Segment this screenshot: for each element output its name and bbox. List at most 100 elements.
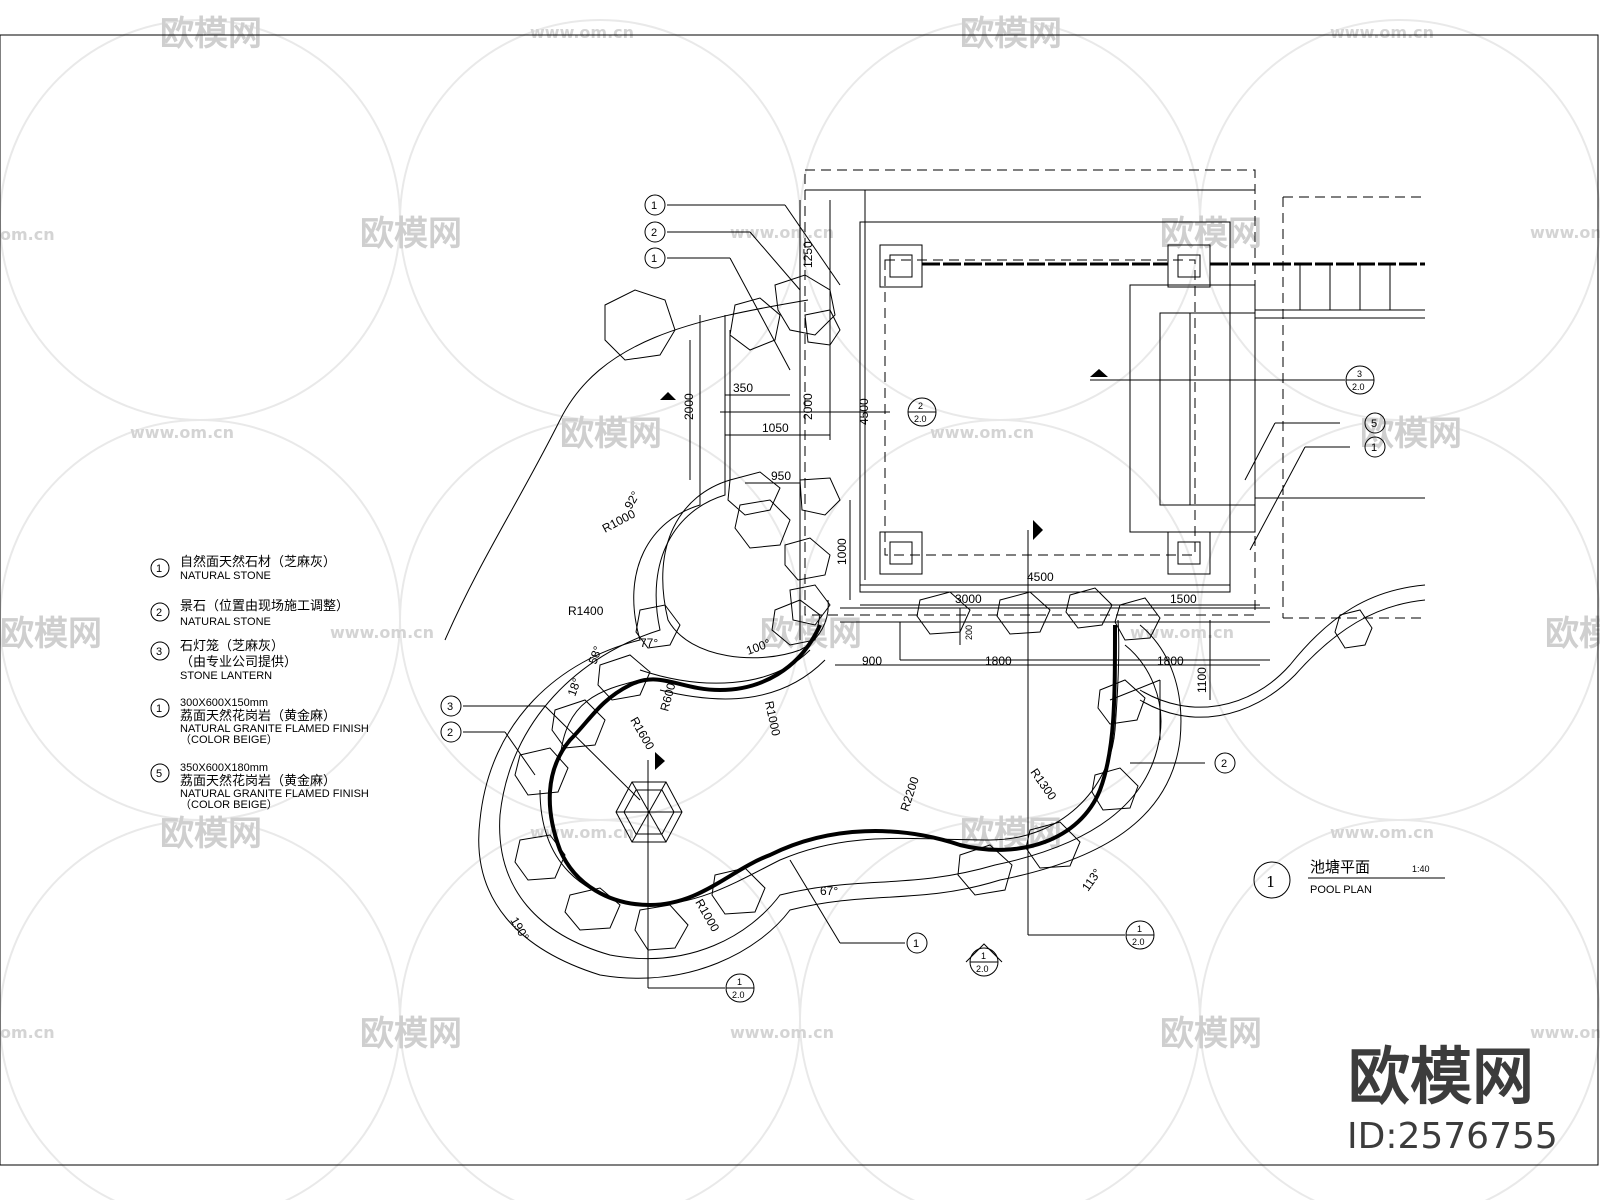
brand-mark: 欧模网 ID:2576755 [1347,1040,1558,1157]
watermark-logo: 欧模网 [960,14,1062,54]
dimension-label: 2000 [801,393,815,420]
legend-item-cn: （由专业公司提供） [180,654,297,669]
callout-leaders [463,204,1350,989]
angle-label: 100° [744,636,772,658]
callout-number: 1 [1371,442,1377,454]
legend-item-en: NATURAL GRANITE FLAMED FINISH [180,723,369,735]
material-legend: 1 自然面天然石材（芝麻灰） NATURAL STONE 2 景石（位置由现场施… [150,554,369,811]
pond-outline [444,299,1426,979]
section-number: 2 [918,401,923,411]
legend-number: 3 [156,646,162,658]
section-sheet: 2.0 [1352,382,1365,392]
brand-name: 欧模网 [1348,1040,1534,1113]
legend-number: 2 [156,607,162,619]
dimension-label: 1800 [1157,654,1184,668]
radius-label: R1300 [1028,766,1060,803]
section-sheet: 2.0 [976,964,989,974]
title-scale: 1:40 [1412,864,1430,874]
section-sheet: 2.0 [914,414,927,424]
angle-label: 113° [1079,866,1104,894]
watermark-url: www.om.cn [730,223,834,242]
callout-number: 1 [651,200,657,212]
watermark-url: www.om.cn [130,423,234,442]
callout-number: 2 [1221,758,1227,770]
dimension-label: 900 [862,654,882,668]
legend-item-en: NATURAL STONE [180,616,271,628]
watermark-url: www.om.cn [930,423,1034,442]
watermark-url: om.cn [0,1023,55,1042]
callout-number: 3 [447,701,453,713]
callout-number: 2 [447,727,453,739]
dimension-label: 1500 [1170,592,1197,606]
watermark-url: om.cn [0,225,55,244]
callout-markers: 1 2 1 3 2 5 1 2 1 [440,194,1386,954]
title-cn: 池塘平面 [1310,858,1370,876]
legend-item-cn: 景石（位置由现场施工调整） [180,598,349,613]
callout-number: 1 [651,253,657,265]
section-number: 1 [737,977,742,987]
section-number: 1 [981,951,986,961]
watermark-url: www.om.cn [1330,823,1434,842]
dimension-label: 200 [964,625,974,640]
dimension-label: 1100 [1195,667,1209,693]
legend-number: 5 [156,768,162,780]
section-number: 3 [1357,369,1362,379]
radius-label: R600 [657,681,678,713]
legend-item-cn: 石灯笼（芝麻灰） [180,638,284,653]
watermark-logo: 欧模网 [0,614,102,654]
legend-item-en: （COLOR BEIGE） [180,798,278,811]
section-markers: 2 2.0 3 2.0 1 2.0 1 2.0 1 2.0 [725,365,1375,1003]
section-number: 1 [1137,924,1142,934]
stone-lantern-symbol [615,781,683,843]
angle-label: 67° [820,884,838,898]
dimension-label: 950 [771,469,791,483]
legend-item-size: 300X600X150mm [180,697,268,709]
watermark-url: www.om.cn [1530,223,1600,242]
callout-number: 5 [1371,418,1377,430]
callout-number: 1 [913,938,919,950]
watermark-logo: 欧模网 [160,814,262,854]
dimension-label: 350 [733,381,753,395]
pavilion [804,169,1425,661]
legend-item-en: NATURAL STONE [180,570,271,582]
section-sheet: 2.0 [732,990,745,1000]
angle-label: 92° [621,489,642,512]
legend-item-en: NATURAL GRANITE FLAMED FINISH [180,788,369,800]
legend-item-en: （COLOR BEIGE） [180,733,278,746]
watermark-url: www.om.cn [1130,623,1234,642]
legend-number: 1 [156,703,162,715]
legend-number: 1 [156,563,162,575]
watermark-logo: 欧模网 [1360,414,1462,454]
watermark-logo: 欧模网 [160,14,262,54]
watermark-logo: 欧模网 [1160,1014,1262,1054]
dimension-label: 1000 [835,538,849,565]
legend-item-cn: 荔面天然花岗岩（黄金麻） [180,773,336,788]
watermark-logo: 欧模网 [360,1014,462,1054]
legend-item-en: STONE LANTERN [180,670,272,682]
angle-label: 77° [640,636,658,650]
title-number: 1 [1266,873,1276,891]
dimension-label: 2000 [682,393,696,420]
legend-item-cn: 荔面天然花岗岩（黄金麻） [180,708,336,723]
dimension-label: 4500 [857,398,871,425]
drawing-frame [0,34,1599,1166]
watermark-logo: 欧模网 [1160,214,1262,254]
watermark-logo: 欧模网 [1545,614,1600,654]
radius-label: R1400 [568,604,604,618]
angle-label: 18° [565,676,584,698]
watermark-url: www.om.cn [530,23,634,42]
watermark-logo: 欧模网 [360,214,462,254]
dimension-label: 1800 [985,654,1012,668]
drawing-title-block: 1 池塘平面 1:40 POOL PLAN [1253,858,1445,899]
dimension-label: 3000 [955,592,982,606]
watermark-url: www.om.cn [1530,1023,1600,1042]
brand-id: ID:2576755 [1347,1116,1558,1157]
landscape-boulders [514,274,1373,951]
section-sheet: 2.0 [1132,937,1145,947]
watermark-url: www.om.cn [1330,23,1434,42]
callout-number: 2 [651,227,657,239]
watermark-logo: 欧模网 [560,414,662,454]
watermark-url: www.om.cn [730,1023,834,1042]
angle-label: 58° [586,644,605,666]
